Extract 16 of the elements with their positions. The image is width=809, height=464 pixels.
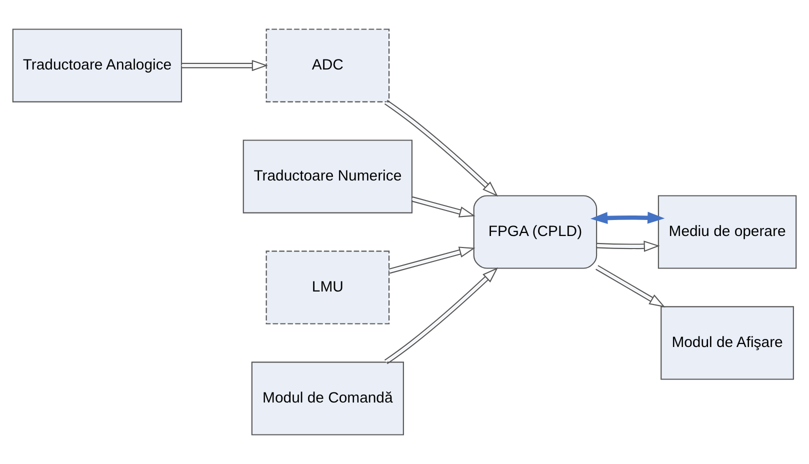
- node-box: Traductoare Analogice: [12, 28, 182, 102]
- node-box: Modul de Afişare: [660, 306, 794, 380]
- arrow: [388, 246, 476, 274]
- arrow: [384, 267, 498, 364]
- arrow: [590, 212, 665, 224]
- arrow: [411, 196, 476, 218]
- node-box: ADC: [266, 28, 390, 102]
- arrow: [596, 240, 660, 252]
- node-box: Traductoare Numerice: [242, 140, 412, 214]
- node-box: Modul de Comandă: [251, 362, 404, 436]
- node-box: FPGA (CPLD): [473, 195, 598, 269]
- arrow: [182, 60, 268, 72]
- arrow: [596, 265, 666, 308]
- node-box: LMU: [266, 250, 390, 324]
- arrow: [384, 100, 498, 197]
- node-box: Mediu de operare: [658, 195, 797, 269]
